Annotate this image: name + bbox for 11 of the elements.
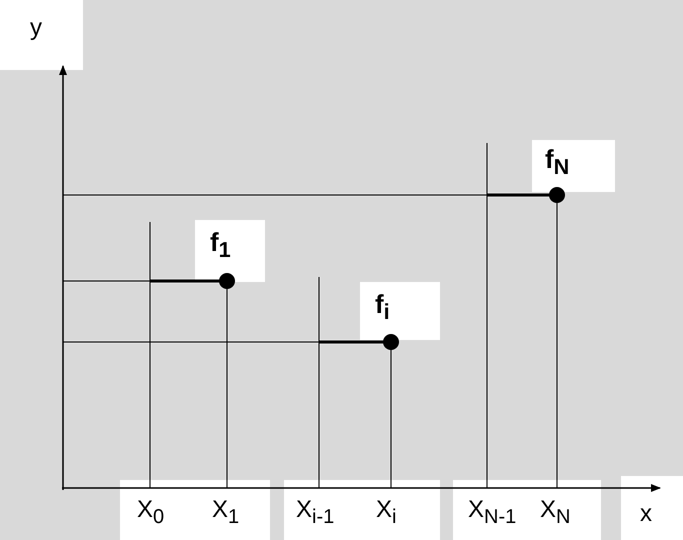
- tick-label: X$_{N}$: [540, 496, 570, 530]
- tick-label: X$_{i-1}$: [296, 496, 334, 530]
- tick-label: X$_{i}$: [376, 496, 396, 530]
- axis-label: y: [30, 14, 42, 42]
- axis-label: x: [640, 500, 652, 528]
- point-label: f$_{i}$: [375, 290, 390, 326]
- tick-label: X$_{1}$: [212, 496, 240, 530]
- tick-label: X$_{0}$: [137, 496, 164, 530]
- point-label: f$_{1}$: [210, 228, 231, 264]
- point-label: f$_{N}$: [545, 145, 570, 182]
- tick-label: X$_{N-1}$: [468, 496, 516, 530]
